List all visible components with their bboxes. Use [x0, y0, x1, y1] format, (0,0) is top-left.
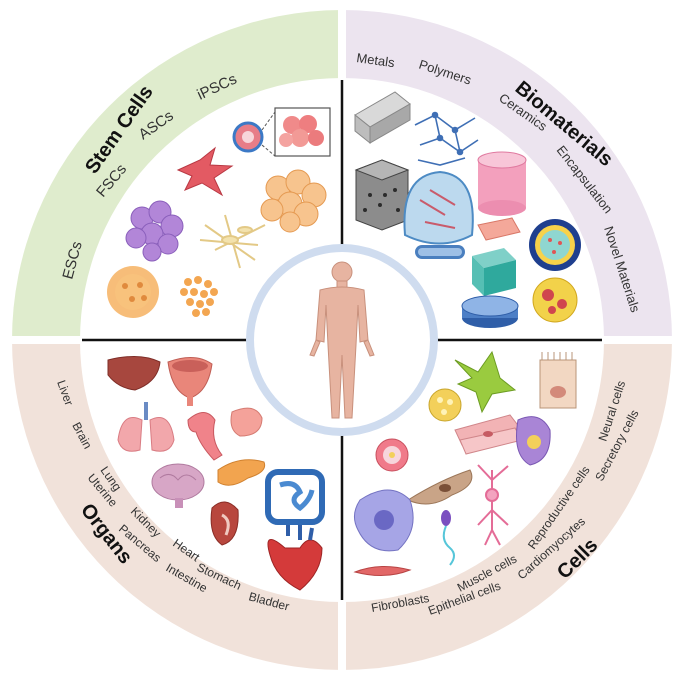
- bio-label-metals: Metals: [356, 50, 396, 70]
- fsc-cluster-icon: [260, 169, 327, 233]
- fibroblast-brown-icon: [406, 469, 473, 505]
- liver-icon: [107, 356, 161, 391]
- neuron-green-icon: [454, 350, 517, 414]
- uterus-icon: [187, 412, 223, 461]
- striped-disc-icon: [461, 295, 519, 328]
- epithelial-column-icon: [539, 352, 577, 409]
- morula-icon: [107, 266, 159, 318]
- film-sheet-icon: [477, 217, 521, 241]
- secretory-cell-icon: [428, 388, 462, 422]
- polymer-network-icon: [414, 111, 479, 166]
- biomaterial-illustrations: [354, 91, 581, 328]
- cell-dots-icon: [180, 276, 218, 317]
- organ-illustrations: [107, 356, 325, 591]
- fibroblast-network-icon: [199, 214, 266, 269]
- bladder-icon: [167, 357, 213, 406]
- novel-material-particle-icon: [532, 277, 578, 323]
- kidney-icon: [210, 501, 239, 546]
- metal-bar-icon: [354, 91, 411, 145]
- muscle-fibers-icon: [454, 414, 523, 455]
- heart-icon: [267, 525, 323, 591]
- macrophage-icon: [354, 489, 414, 552]
- sperm-icon: [441, 510, 455, 566]
- intestine-icon: [265, 469, 325, 525]
- porous-scaffold-icon: [354, 159, 410, 231]
- encapsulation-capsule-icon: [529, 219, 581, 271]
- ipsc-cell-icon: [232, 121, 264, 153]
- tube-scaffold-icon: [415, 245, 465, 259]
- stomach-icon: [230, 407, 263, 437]
- hydrogel-dome-icon: [403, 170, 474, 245]
- pancreas-icon: [217, 459, 266, 486]
- oocyte-icon: [375, 438, 409, 472]
- human-body-icon: [309, 261, 375, 419]
- smooth-muscle-cell-icon: [353, 566, 412, 576]
- asc-stellate-cell-icon: [176, 146, 234, 197]
- neuron-pink-icon: [477, 464, 509, 546]
- neural-cell-purple-icon: [516, 416, 551, 466]
- ceramic-cylinder-icon: [477, 151, 527, 216]
- brain-icon: [151, 463, 205, 508]
- lung-icon: [117, 402, 175, 452]
- stem-cell-illustrations: [107, 107, 331, 318]
- teal-cube-icon: [472, 248, 516, 296]
- ipsc-colony-icon: [261, 107, 331, 157]
- cell-illustrations: [353, 350, 577, 576]
- esc-cluster-icon: [125, 200, 184, 262]
